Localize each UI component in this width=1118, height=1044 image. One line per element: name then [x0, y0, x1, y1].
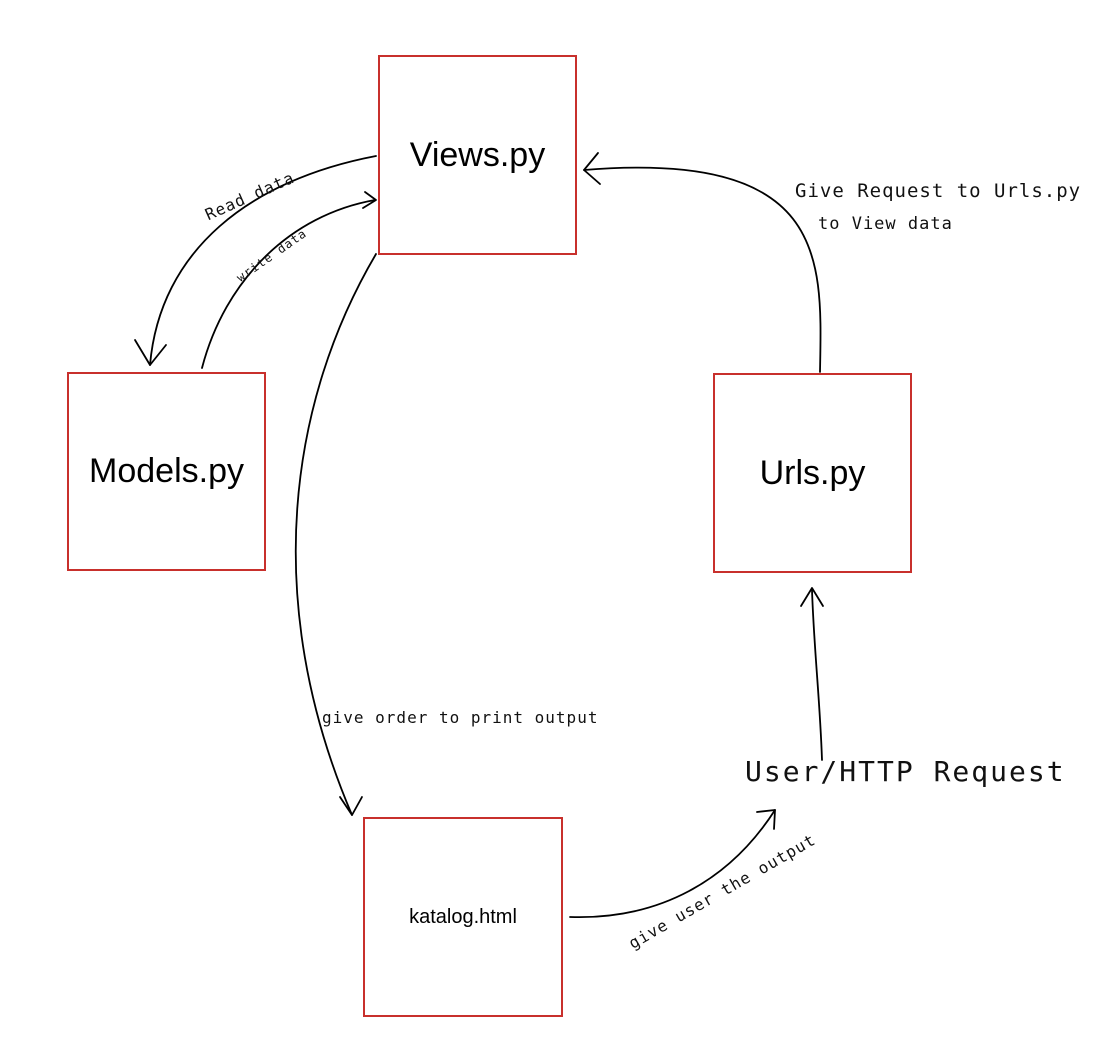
write-data-arrow	[201, 199, 376, 369]
views-box: Views.py	[378, 55, 577, 255]
urls-box: Urls.py	[713, 373, 912, 573]
read-data-arrowhead	[134, 339, 167, 366]
models-label: Models.py	[89, 452, 244, 490]
katalog-label: katalog.html	[409, 905, 517, 928]
give-request-arrowhead	[583, 152, 601, 185]
read-data-arrow	[149, 155, 377, 366]
user-to-urls-arrowhead	[800, 587, 824, 607]
user-http-request-label: User/HTTP Request	[745, 755, 1066, 788]
give-request-label-line1: Give Request to Urls.py	[795, 180, 1082, 202]
models-box: Models.py	[67, 372, 266, 571]
give-order-arrow	[294, 253, 377, 816]
give-request-label-line2: to View data	[818, 214, 953, 234]
give-order-arrowhead	[339, 796, 363, 816]
give-request-arrow	[583, 166, 822, 373]
give-user-arrowhead	[756, 809, 776, 830]
katalog-box: katalog.html	[363, 817, 563, 1017]
write-data-arrowhead	[362, 191, 377, 209]
give-order-label: give order to print output	[322, 708, 599, 727]
give-user-arrow	[569, 809, 776, 918]
urls-label: Urls.py	[759, 453, 866, 492]
views-label: Views.py	[409, 135, 546, 174]
user-to-urls-arrow	[811, 589, 823, 761]
